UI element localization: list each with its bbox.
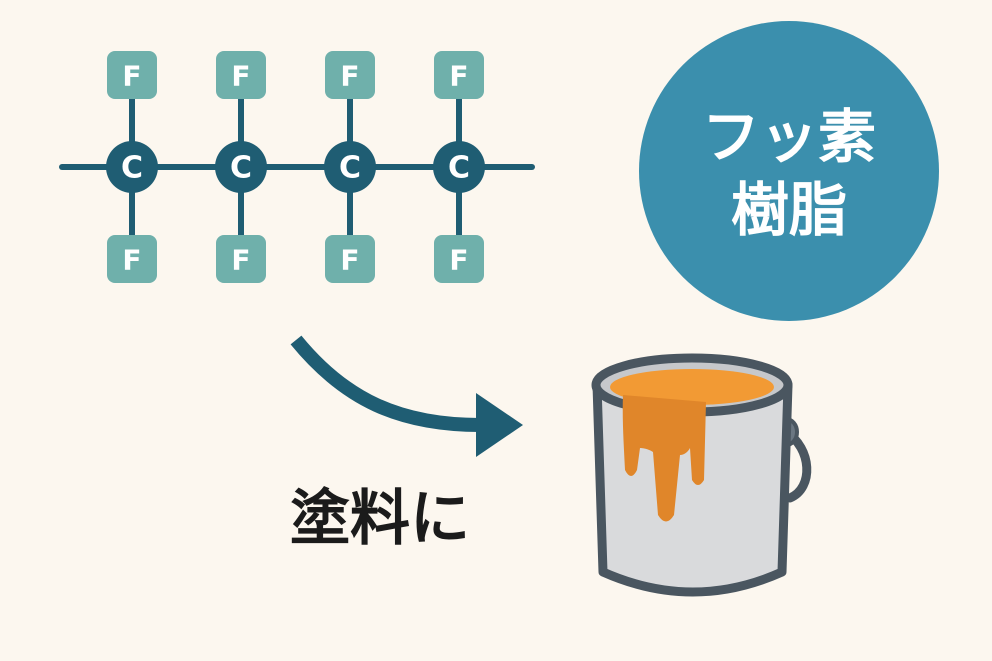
svg-text:F: F (122, 60, 141, 93)
svg-text:F: F (231, 244, 250, 277)
fluorine-atom-bottom: F (216, 235, 266, 283)
svg-text:F: F (122, 244, 141, 277)
fluorine-atom-bottom: F (107, 235, 157, 283)
carbon-unit: F C F (106, 51, 158, 283)
curved-arrow-icon (290, 335, 523, 457)
fluororesin-badge: フッ素 樹脂 (639, 21, 939, 321)
svg-text:C: C (121, 151, 143, 186)
carbon-atom: C (433, 141, 485, 193)
paint-can-icon (591, 353, 812, 597)
paint-surface (610, 369, 774, 405)
fluorine-atom-bottom: F (325, 235, 375, 283)
carbon-atom: C (215, 141, 267, 193)
carbon-atom: C (324, 141, 376, 193)
svg-text:C: C (339, 151, 361, 186)
carbon-unit: F C F (324, 51, 376, 283)
svg-text:C: C (448, 151, 470, 186)
carbon-unit: F C F (215, 51, 267, 283)
svg-text:F: F (340, 60, 359, 93)
paint-drip (622, 395, 706, 522)
fluorine-atom-top: F (107, 51, 157, 99)
fluorine-atom-bottom: F (434, 235, 484, 283)
carbon-unit: F C F (433, 51, 485, 283)
caption-text: 塗料に (290, 484, 470, 554)
badge-line-2: 樹脂 (731, 176, 847, 244)
badge-circle (639, 21, 939, 321)
svg-text:F: F (340, 244, 359, 277)
svg-text:F: F (449, 60, 468, 93)
fluorine-atom-top: F (434, 51, 484, 99)
svg-text:C: C (230, 151, 252, 186)
fluorine-atom-top: F (216, 51, 266, 99)
svg-text:F: F (449, 244, 468, 277)
carbon-atom: C (106, 141, 158, 193)
fluoropolymer-molecule: F C F F C F (59, 51, 535, 283)
svg-text:F: F (231, 60, 250, 93)
badge-line-1: フッ素 (702, 103, 876, 171)
fluorine-atom-top: F (325, 51, 375, 99)
